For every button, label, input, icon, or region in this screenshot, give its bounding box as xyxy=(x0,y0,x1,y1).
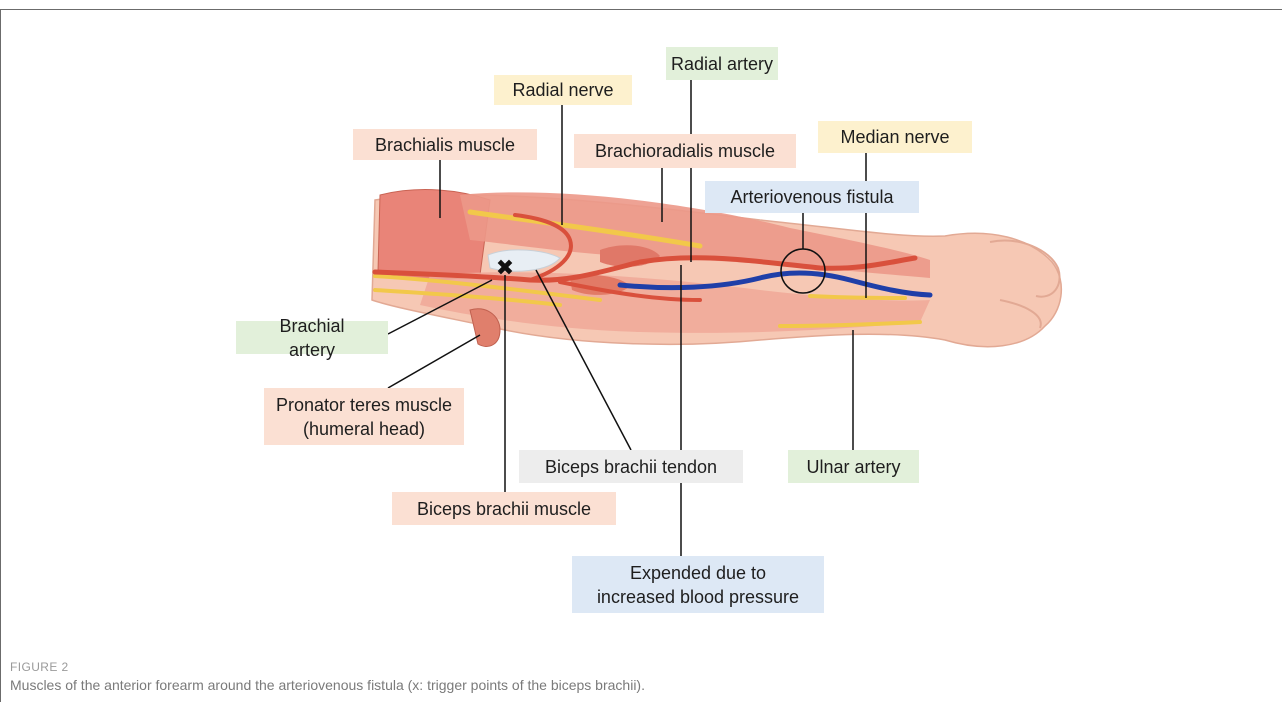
label-biceps-tendon: Biceps brachii tendon xyxy=(519,450,743,483)
label-brachial-artery: Brachial artery xyxy=(236,321,388,354)
label-expended: Expended due to increased blood pressure xyxy=(572,556,824,613)
figure-caption: Muscles of the anterior forearm around t… xyxy=(10,677,645,693)
label-arteriovenous-fistula: Arteriovenous fistula xyxy=(705,181,919,213)
label-biceps-muscle: Biceps brachii muscle xyxy=(392,492,616,525)
label-ulnar-artery: Ulnar artery xyxy=(788,450,919,483)
label-radial-artery: Radial artery xyxy=(666,47,778,80)
figure-label: FIGURE 2 xyxy=(10,660,69,674)
label-median-nerve: Median nerve xyxy=(818,121,972,153)
label-radial-nerve: Radial nerve xyxy=(494,75,632,105)
label-brachioradialis-muscle: Brachioradialis muscle xyxy=(574,134,796,168)
label-brachialis-muscle: Brachialis muscle xyxy=(353,129,537,160)
leader-pronator-teres xyxy=(388,335,480,388)
label-pronator-teres: Pronator teres muscle (humeral head) xyxy=(264,388,464,445)
trigger-point-marker: ✖ xyxy=(496,256,514,281)
